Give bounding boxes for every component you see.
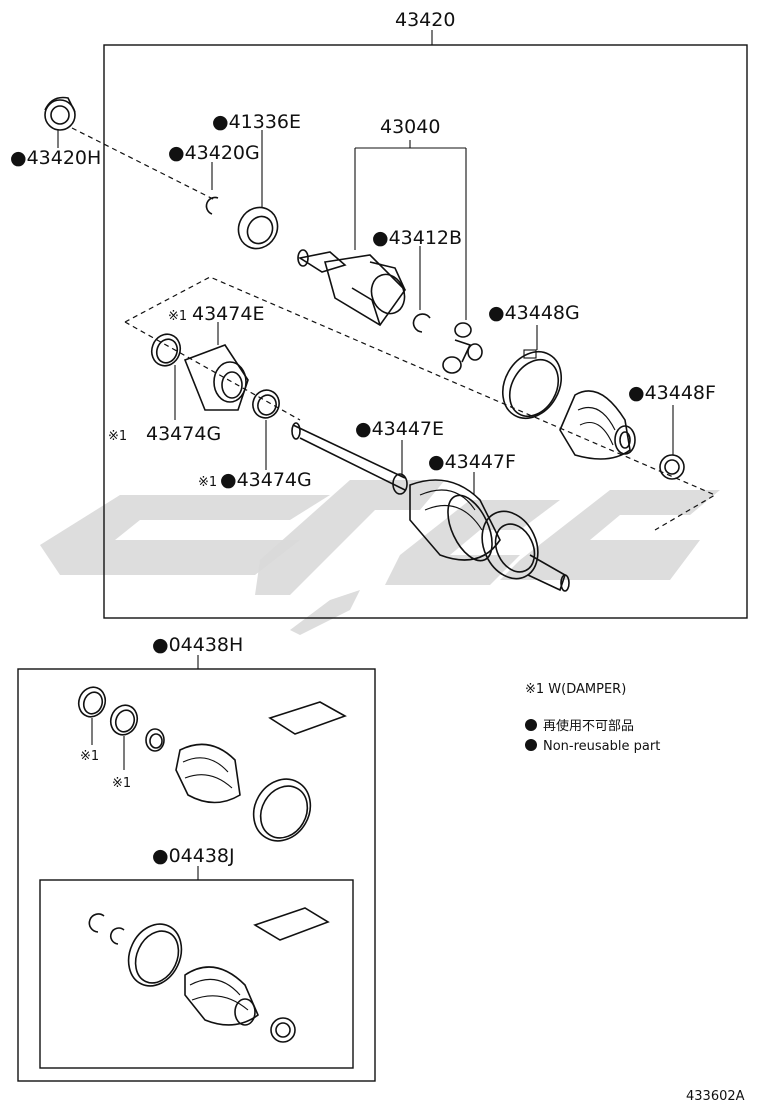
inboard-boot	[559, 390, 636, 460]
label-43412B: ●43412B	[372, 227, 462, 249]
tripod-joint	[442, 322, 483, 374]
inboard-joint-housing	[297, 249, 407, 327]
label-43474G-a: 43474G	[146, 423, 221, 445]
label-43420G: ●43420G	[168, 142, 260, 164]
label-43448G: ●43448G	[488, 302, 580, 324]
kit-h-large-band	[252, 778, 312, 842]
damper-band-43474G-b	[252, 389, 280, 419]
label-04438J: ●04438J	[152, 845, 235, 867]
boot-kit-frame-04438J	[39, 879, 354, 1069]
label-43420: 43420	[395, 9, 455, 31]
kit-j-large-band	[127, 923, 183, 987]
assembly-frame	[103, 44, 748, 619]
boot-kit-frame-04438H	[17, 668, 376, 1082]
ref-mark-kit-1: ※1	[80, 749, 99, 764]
kit-h-grease-pack	[268, 701, 347, 735]
legend-dot-en	[525, 739, 537, 751]
kit-j-circlip	[109, 927, 125, 945]
legend-nonreusable-en: Non-reusable part	[543, 739, 660, 754]
kit-h-band-1	[77, 686, 107, 718]
drawing-number: 433602A	[686, 1089, 745, 1104]
kit-h-boot	[175, 743, 241, 804]
kit-j-boot	[184, 966, 259, 1026]
label-41336E: ●41336E	[212, 111, 301, 133]
label-04438H: ●04438H	[152, 634, 243, 656]
kit-j-small-band	[270, 1017, 296, 1043]
kit-j-snap-ring	[88, 913, 105, 933]
drive-shaft	[291, 422, 408, 495]
snap-ring-43420G	[205, 196, 219, 215]
legend-note-damper: ※1 W(DAMPER)	[525, 682, 626, 697]
label-43447E: ●43447E	[355, 418, 444, 440]
damper-band-43474G	[150, 333, 182, 367]
ref-mark-kit-2: ※1	[112, 776, 131, 791]
label-43474G-b: ●43474G	[220, 469, 312, 491]
snap-ring-43412B	[412, 313, 431, 333]
kit-h-small-band	[145, 728, 165, 752]
legend-nonreusable-jp: 再使用不可部品	[543, 718, 634, 734]
ref-mark-43474G-a: ※1	[108, 429, 127, 444]
oil-seal-41336E	[237, 206, 279, 250]
watermark-logo	[40, 480, 720, 635]
kit-h-band-2	[109, 704, 139, 736]
label-43447F: ●43447F	[428, 451, 516, 473]
kit-j-grease-pack	[253, 907, 330, 941]
label-43420H: ●43420H	[10, 147, 101, 169]
ref-mark-43474G-b: ※1	[198, 475, 217, 490]
ref-mark-43474E: ※1	[168, 309, 187, 324]
damper-43474E	[183, 344, 249, 411]
label-43448F: ●43448F	[628, 382, 716, 404]
boot-band-43448F	[659, 454, 685, 480]
label-43474E: 43474E	[192, 303, 264, 325]
boot-band-43448G	[501, 349, 563, 419]
legend-dot-jp	[525, 719, 537, 731]
dust-seal-43420H	[44, 96, 76, 148]
outboard-joint	[481, 510, 570, 592]
label-43040: 43040	[380, 116, 440, 138]
